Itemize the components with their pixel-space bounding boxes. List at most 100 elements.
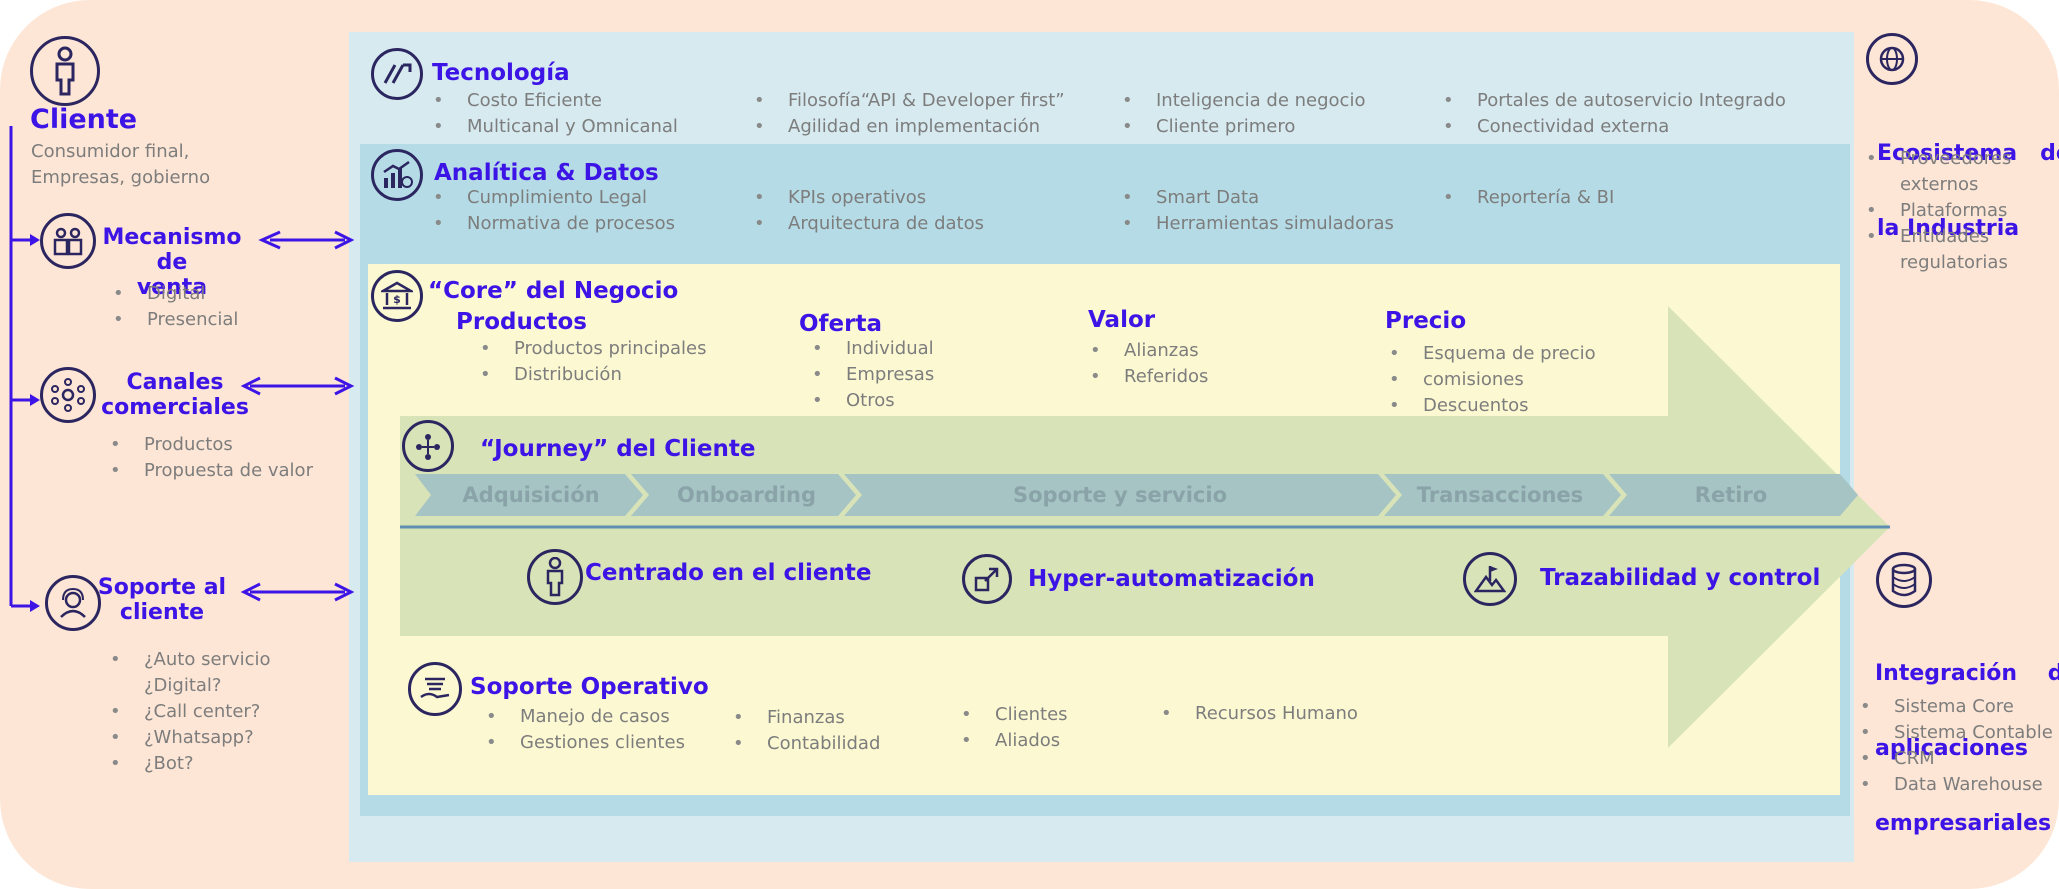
journey-title: “Journey” del Cliente (480, 436, 756, 462)
soporte-operativo-title: Soporte Operativo (470, 674, 709, 700)
list-item: Cliente primero (1122, 114, 1365, 140)
list-item: Gestiones clientes (486, 730, 685, 756)
list-item: Reportería & BI (1443, 185, 1614, 211)
list-item: Sistema Core (1860, 694, 2053, 720)
list-item: Entidades (1866, 224, 2011, 250)
support-agent-icon (45, 575, 101, 631)
double-arrow-soporte (240, 582, 355, 602)
stage-adquisicion: Adquisición (462, 483, 600, 507)
person-centered-icon (527, 549, 583, 605)
list-item: Arquitectura de datos (754, 211, 984, 237)
automation-icon (962, 554, 1012, 604)
list-item: ¿Whatsapp? (110, 725, 270, 751)
people-icon (40, 213, 96, 269)
list-item: Empresas (812, 362, 934, 388)
network-icon (40, 367, 96, 423)
stage-chevron-soporte (844, 474, 1396, 516)
list-item: KPIs operativos (754, 185, 984, 211)
productos-title: Productos (456, 309, 587, 335)
core-title: “Core” del Negocio (428, 278, 679, 304)
list-item: CRM (1860, 746, 2053, 772)
list-item: Contabilidad (733, 731, 880, 757)
list-item: Agilidad en implementación (754, 114, 1065, 140)
soporte-operativo-col2: Finanzas Contabilidad (733, 705, 880, 757)
stage-chevron-retiro (1609, 474, 1858, 516)
stage-soporte-servicio: Soporte y servicio (1012, 483, 1228, 507)
pillar-centrado-cliente: Centrado en el cliente (585, 560, 872, 586)
hand-money-icon (408, 662, 462, 716)
list-item: Cumplimiento Legal (433, 185, 675, 211)
analitica-col4: Reportería & BI (1443, 185, 1614, 211)
list-item: Plataformas (1866, 198, 2011, 224)
list-item: Aliados (961, 728, 1068, 754)
list-item: Smart Data (1122, 185, 1394, 211)
list-item: comisiones (1389, 367, 1596, 393)
list-item: Sistema Contable (1860, 720, 2053, 746)
list-item: Manejo de casos (486, 704, 685, 730)
list-item: Clientes (961, 702, 1068, 728)
productos-list: Productos principales Distribución (480, 336, 707, 388)
valor-title: Valor (1088, 307, 1156, 333)
list-item: ¿Bot? (110, 751, 270, 777)
tecnologia-col3: Inteligencia de negocio Cliente primero (1122, 88, 1365, 140)
pillar-trazabilidad-control: Trazabilidad y control (1540, 565, 1821, 591)
canales-list: Productos Propuesta de valor (110, 432, 313, 484)
list-item: Descuentos (1389, 393, 1596, 419)
stage-chevron-onboarding (631, 474, 856, 516)
stage-onboarding: Onboarding (676, 483, 816, 507)
list-item: Otros (812, 388, 934, 414)
tecnologia-col4: Portales de autoservicio Integrado Conec… (1443, 88, 1786, 140)
list-item: Productos principales (480, 336, 707, 362)
list-item: Costo Eficiente (433, 88, 678, 114)
list-item: externos (1900, 174, 1979, 195)
list-item: Inteligencia de negocio (1122, 88, 1365, 114)
analitica-title: Analítica & Datos (434, 160, 659, 186)
tech-slash-icon (371, 48, 423, 100)
journey-flow-icon (402, 420, 454, 472)
list-item: regulatorias (1900, 252, 2008, 273)
list-item: Referidos (1090, 364, 1208, 390)
svg-text:$: $ (393, 293, 401, 306)
list-item: Distribución (480, 362, 707, 388)
valor-list: Alianzas Referidos (1090, 338, 1208, 390)
analitica-col1: Cumplimiento Legal Normativa de procesos (433, 185, 675, 237)
bank-icon: $ (371, 270, 423, 322)
list-item: Digital (113, 281, 238, 307)
precio-title: Precio (1385, 308, 1467, 334)
list-item: Finanzas (733, 705, 880, 731)
list-item: Propuesta de valor (110, 458, 313, 484)
database-icon (1876, 552, 1932, 608)
list-item: Esquema de precio (1389, 341, 1596, 367)
list-item: Multicanal y Omnicanal (433, 114, 678, 140)
list-item: Recursos Humano (1161, 701, 1358, 727)
tecnologia-title: Tecnología (432, 60, 570, 86)
list-item: Individual (812, 336, 934, 362)
flag-mountain-icon (1463, 552, 1517, 606)
list-item: ¿Auto servicio (110, 647, 270, 673)
analytics-chart-icon (371, 149, 423, 201)
list-item: Productos (110, 432, 313, 458)
double-arrow-canales (240, 376, 355, 396)
soporte-operativo-col4: Recursos Humano (1161, 701, 1358, 727)
stage-transacciones: Transacciones (1416, 483, 1584, 507)
list-item: ¿Call center? (110, 699, 270, 725)
stage-chevron-adquisicion (415, 474, 643, 516)
analitica-col2: KPIs operativos Arquitectura de datos (754, 185, 984, 237)
list-item: Herramientas simuladoras (1122, 211, 1394, 237)
tecnologia-col2: Filosofía“API & Developer first” Agilida… (754, 88, 1065, 140)
stage-retiro: Retiro (1694, 483, 1768, 507)
oferta-title: Oferta (799, 311, 883, 337)
soporte-operativo-col3: Clientes Aliados (961, 702, 1068, 754)
soporte-operativo-col1: Manejo de casos Gestiones clientes (486, 704, 685, 756)
mecanismo-list: Digital Presencial (113, 281, 238, 333)
list-item: Presencial (113, 307, 238, 333)
ecosistema-list: Proveedores externos Plataformas Entidad… (1866, 146, 2011, 276)
list-item: Proveedores (1866, 146, 2011, 172)
soporte-cliente-title: Soporte al cliente (97, 575, 227, 625)
list-item: Portales de autoservicio Integrado (1443, 88, 1786, 114)
oferta-list: Individual Empresas Otros (812, 336, 934, 414)
globe-icon (1866, 33, 1918, 85)
precio-list: Esquema de precio comisiones Descuentos (1389, 341, 1596, 419)
stage-chevron-transacciones (1384, 474, 1621, 516)
person-icon (30, 36, 100, 106)
